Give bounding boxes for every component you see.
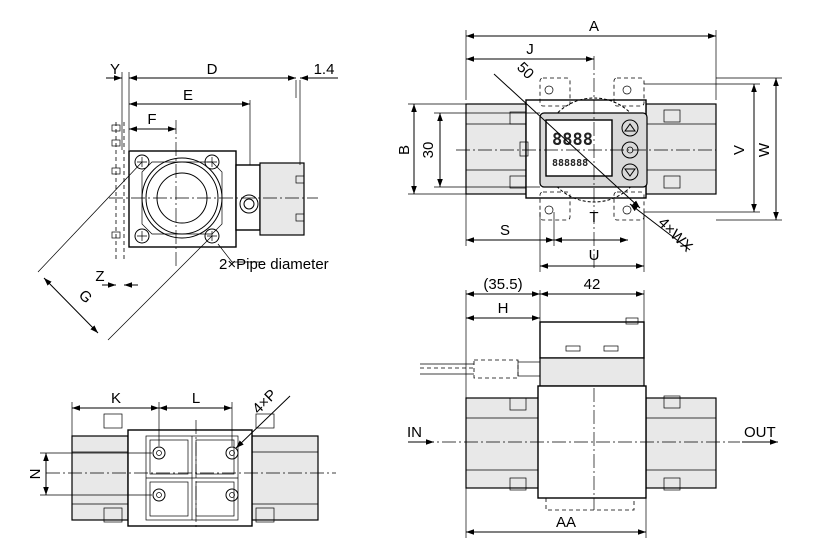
- side-view: Y D 1.4 E F Z G 2×Pipe diameter: [37, 61, 338, 341]
- dim-30: 30: [420, 142, 437, 159]
- dim-Y: Y: [110, 61, 120, 78]
- flow-view: IN OUT (35.5) 42 H AA: [407, 276, 778, 538]
- bottom-view: K L N 4×P: [27, 386, 336, 530]
- connector-side: [259, 162, 305, 236]
- screw-icon: [152, 446, 166, 460]
- dim-35-5: (35.5): [483, 276, 522, 293]
- lcd-sub-readout: 888888: [552, 158, 588, 169]
- screw-icon: [134, 228, 150, 244]
- dim-50: 50: [513, 59, 537, 83]
- dim-AA: AA: [556, 514, 576, 531]
- dim-42: 42: [584, 276, 601, 293]
- dim-J: J: [526, 41, 534, 58]
- out-label: OUT: [744, 424, 776, 441]
- dim-D: D: [207, 61, 218, 78]
- dim-E: E: [183, 87, 193, 104]
- pipe-diameter-note: 2×Pipe diameter: [219, 256, 329, 273]
- front-view: 8888 888888 A J 50: [396, 18, 782, 272]
- dim-K: K: [111, 390, 121, 407]
- dim-W: W: [756, 142, 773, 157]
- valve-body-side: [128, 150, 237, 248]
- dim-T: T: [589, 209, 598, 226]
- screw-icon: [152, 488, 166, 502]
- down-button-icon[interactable]: [621, 163, 639, 181]
- dim-S: S: [500, 222, 510, 239]
- up-button-icon[interactable]: [621, 119, 639, 137]
- dim-H: H: [498, 300, 509, 317]
- dim-G: G: [75, 287, 95, 307]
- dim-L: L: [192, 390, 200, 407]
- screw-icon: [204, 154, 220, 170]
- dim-1-4: 1.4: [314, 61, 335, 78]
- in-label: IN: [407, 424, 422, 441]
- dim-U: U: [589, 247, 600, 264]
- dim-4xP: 4×P: [249, 386, 280, 417]
- screw-icon: [225, 488, 239, 502]
- lcd-screen: [545, 119, 613, 177]
- sensor-head: [539, 321, 645, 359]
- dim-V: V: [731, 145, 748, 155]
- screw-icon: [225, 446, 239, 460]
- dim-F: F: [147, 111, 156, 128]
- dim-A: A: [589, 18, 599, 35]
- dim-B: B: [396, 145, 413, 155]
- lcd-main-readout: 8888: [552, 130, 593, 150]
- dim-N: N: [27, 469, 44, 480]
- dim-4xWX: 4×WX: [655, 214, 696, 255]
- dim-Z: Z: [95, 268, 104, 285]
